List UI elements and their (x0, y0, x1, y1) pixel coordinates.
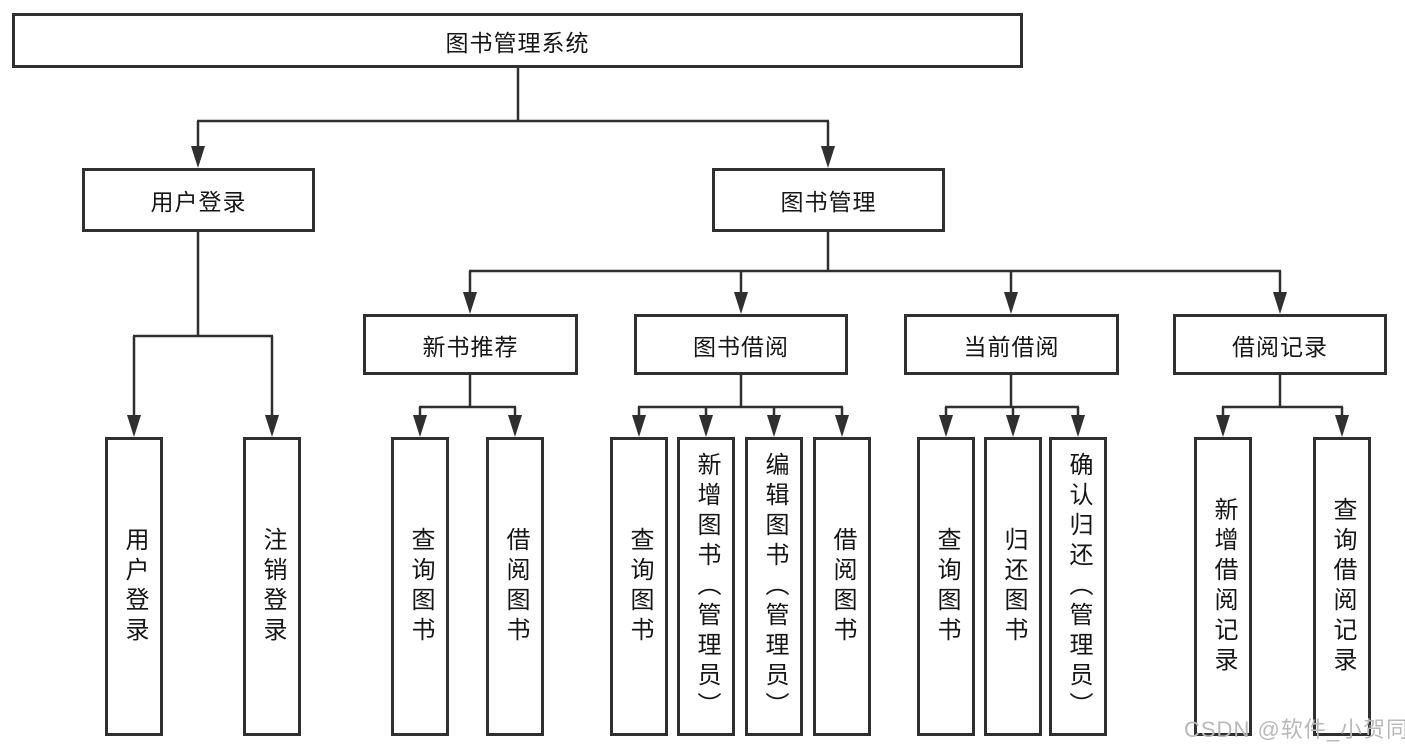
csdn-watermark: CSDN @软件_小贺同学 (1184, 717, 1405, 742)
leaf-query-books-borrow: 查询图书 (610, 437, 668, 736)
node-new-book-recommend: 新书推荐 (363, 314, 578, 375)
node-current-borrow: 当前借阅 (904, 314, 1119, 375)
arrowheads (127, 146, 1349, 437)
node-library-management-system: 图书管理系统 (12, 13, 1023, 68)
leaf-edit-book-admin: 编辑图书（管理员） (745, 437, 803, 736)
leaf-add-borrow-record: 新增借阅记录 (1194, 437, 1252, 736)
node-user-login: 用户登录 (82, 168, 315, 232)
leaf-add-book-admin: 新增图书（管理员） (677, 437, 735, 736)
leaf-user-login: 用户登录 (105, 437, 163, 736)
leaf-return-books: 归还图书 (984, 437, 1042, 736)
node-borrow-records: 借阅记录 (1173, 314, 1387, 375)
leaf-confirm-return-admin: 确认归还（管理员） (1049, 437, 1107, 736)
leaf-borrow-books-recommend: 借阅图书 (486, 437, 544, 736)
node-book-borrow: 图书借阅 (634, 314, 848, 375)
node-book-management: 图书管理 (712, 168, 945, 232)
leaf-query-borrow-record: 查询借阅记录 (1313, 437, 1371, 736)
leaf-query-books-current: 查询图书 (917, 437, 975, 736)
leaf-query-books-recommend: 查询图书 (391, 437, 449, 736)
leaf-logout: 注销登录 (243, 437, 301, 736)
leaf-borrow-books: 借阅图书 (813, 437, 871, 736)
